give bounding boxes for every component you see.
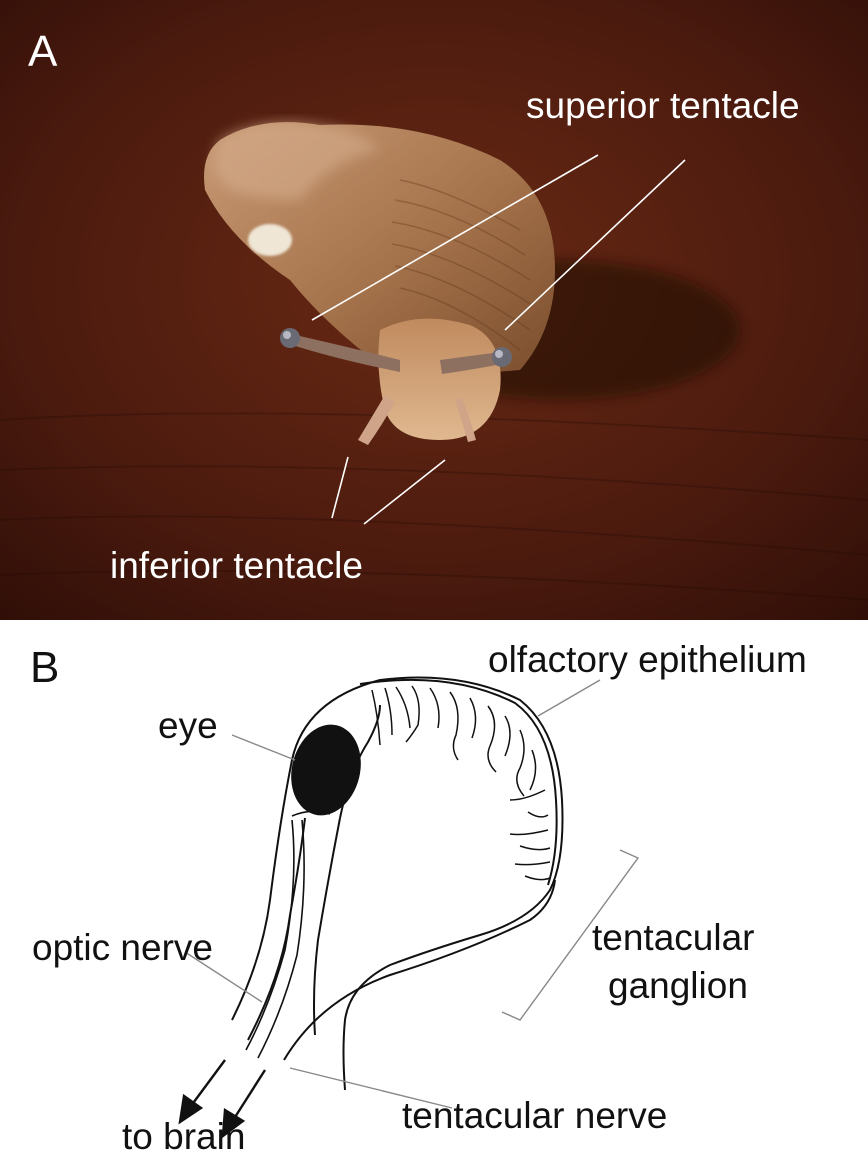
- tentacular-ganglion-label-line2: ganglion: [608, 965, 748, 1006]
- tentacular-nerve-label: tentacular nerve: [402, 1095, 667, 1136]
- superior-tentacle-label: superior tentacle: [526, 85, 800, 126]
- slug-photo-panel: A superior tentacle inferior tentacle: [0, 0, 868, 620]
- olfactory-epithelium-label: olfactory epithelium: [488, 639, 807, 680]
- inferior-tentacle-label: inferior tentacle: [110, 545, 363, 586]
- eye-label: eye: [158, 705, 218, 746]
- panel-a-letter: A: [28, 27, 58, 76]
- panel-b-letter: B: [30, 643, 59, 692]
- tentacular-ganglion-label-line1: tentacular: [592, 917, 755, 958]
- to-brain-label: to brain: [122, 1116, 245, 1157]
- tentacle-diagram-panel: B: [0, 620, 868, 1157]
- optic-nerve-label: optic nerve: [32, 927, 213, 968]
